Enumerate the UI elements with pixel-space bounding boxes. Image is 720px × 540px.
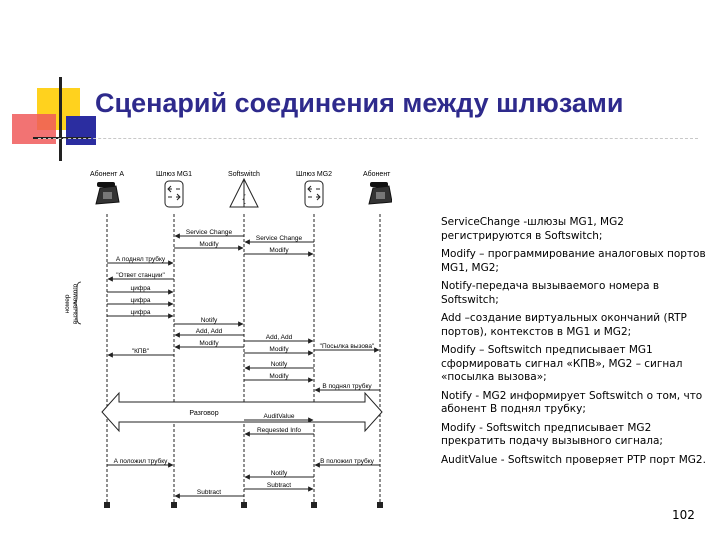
message-label: цифра	[131, 297, 151, 304]
message-label: AuditValue	[264, 413, 295, 420]
conversation-arrow: Разговор	[101, 391, 383, 433]
telephone-icon	[368, 182, 392, 205]
note-item: Notify-передача вызываемого номера в Sof…	[441, 280, 660, 306]
message-label: В положил трубку	[320, 457, 375, 465]
message-label: Modify	[269, 346, 289, 353]
message-label: В поднял трубку	[322, 382, 372, 390]
page-number: 102	[672, 508, 695, 522]
conversation-label: Разговор	[189, 410, 218, 417]
message-label: А положил трубку	[114, 457, 169, 465]
note-item: AuditValue - Softswitch проверяет PTP по…	[441, 453, 706, 466]
lifeline-end	[377, 502, 383, 508]
message-label: Subtract	[267, 482, 291, 489]
lifeline-end	[171, 502, 177, 508]
message-label: Modify	[199, 241, 219, 248]
participant-label: Шлюз MG2	[296, 171, 332, 178]
lifeline-end	[241, 502, 247, 508]
message-label: Subtract	[197, 489, 221, 496]
message-label: Add, Add	[196, 328, 223, 335]
title-divider	[38, 138, 698, 139]
telephone-icon	[95, 182, 120, 205]
message-label: Notify	[201, 317, 218, 324]
note-item: Modify – программирование аналоговых пор…	[441, 248, 706, 274]
message-label: Requested Info	[257, 427, 301, 434]
participant-label: Шлюз MG1	[156, 171, 192, 178]
message-label: Modify	[269, 373, 289, 380]
digits-brace	[72, 281, 82, 325]
svg-text:{: {	[242, 194, 246, 205]
notes-panel: ServiceChange -шлюзы MG1, MG2 регистриру…	[441, 216, 706, 472]
softswitch-icon: {	[229, 177, 259, 208]
gateway-icon	[304, 180, 324, 208]
message-label: цифра	[131, 309, 151, 316]
note-item: Modify - Softswitch предписывает MG2 пре…	[441, 421, 663, 448]
message-label: А поднял трубку	[116, 255, 166, 263]
participant-label: Softswitch	[228, 171, 260, 178]
message-label: цифра	[131, 285, 151, 292]
decor-red-square	[12, 114, 56, 144]
page-title: Сценарий соединения между шлюзами	[95, 88, 624, 118]
lifeline-end	[104, 502, 110, 508]
message-label: "Ответ станции"	[116, 272, 165, 279]
message-label: "Посылка вызова"	[320, 343, 375, 350]
participant-label: Абонент B	[363, 170, 392, 178]
message-label: Modify	[199, 340, 219, 347]
participant-label: Абонент А	[90, 170, 124, 178]
note-item: Modify – Softswitch предписывает MG1 сфо…	[441, 344, 683, 383]
message-label: Modify	[269, 247, 289, 254]
conversation-arrow-shape	[101, 391, 383, 433]
call-flow-diagram: Абонент А Шлюз MG1 Softswitch { Шлюз MG2 Абон…	[64, 170, 392, 508]
message-label: Notify	[271, 361, 288, 368]
lifeline-end	[311, 502, 317, 508]
message-label: "КПВ"	[132, 348, 150, 355]
note-item: Add –создание виртуальных окончаний (RTP…	[441, 312, 687, 338]
decor-vertical-line	[59, 77, 62, 161]
message-label: Add, Add	[266, 334, 293, 341]
note-item: ServiceChange -шлюзы MG1, MG2 регистриру…	[441, 216, 624, 242]
decor-blue-square	[66, 116, 96, 145]
note-item: Notify - MG2 информирует Softswitch о то…	[441, 389, 703, 416]
message-label: Notify	[271, 470, 288, 477]
message-label: Service Change	[186, 229, 233, 236]
gateway-icon	[164, 180, 184, 208]
message-label: Service Change	[256, 235, 303, 242]
